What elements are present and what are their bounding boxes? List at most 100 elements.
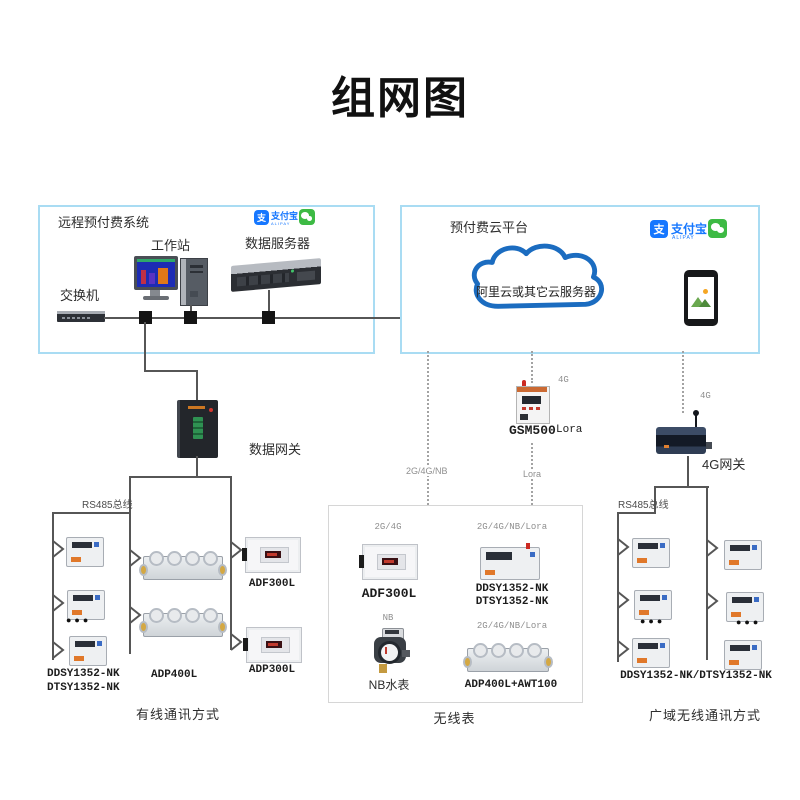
adp400l-awt100-device — [463, 643, 553, 672]
branch-chevron — [617, 640, 630, 658]
din-meter — [726, 592, 764, 622]
nb-water-meter-label: NB水表 — [368, 678, 410, 692]
branch-chevron — [129, 606, 142, 624]
more-meters-ellipsis: ●●● — [736, 617, 762, 627]
workstation-monitor — [134, 256, 178, 302]
branch-chevron — [230, 633, 243, 651]
din-meter — [66, 537, 104, 567]
connector-line — [144, 322, 146, 372]
adp400l-device — [139, 551, 227, 580]
diagram-title: 组网图 — [331, 74, 469, 123]
wan-meter-models: DDSY1352-NK/DTSY1352-NK — [620, 670, 772, 682]
rs485-bus-wan-right — [706, 486, 708, 660]
rs485-label: RS485总线 — [82, 500, 133, 511]
adp300l-device — [243, 627, 302, 663]
connector-line — [196, 370, 198, 402]
connector-line — [144, 370, 198, 372]
din-meter — [67, 590, 105, 620]
din-meter — [69, 636, 107, 666]
branch-chevron — [52, 594, 65, 612]
proto-label: 2G/4G — [374, 522, 402, 532]
connector-line — [129, 476, 232, 478]
adp400l-awt100-label: ADP400L+AWT100 — [464, 679, 558, 691]
din-meter — [724, 640, 762, 670]
lan-box-title: 远程预付费系统 — [58, 215, 150, 230]
switch-label: 交换机 — [60, 288, 100, 303]
wireless-link-4g — [682, 351, 684, 413]
wireless-link-gsm-up — [531, 351, 533, 383]
dtsy-label: DTSY1352-NK — [475, 596, 549, 608]
data-gateway-device — [177, 400, 218, 458]
rs485-label: RS485总线 — [618, 500, 669, 511]
wired-meter-model-1: DDSY1352-NK — [47, 668, 120, 680]
adp400l-label: ADP400L — [151, 669, 198, 681]
wireless-section-label: 无线表 — [433, 711, 476, 726]
adp400l-device — [139, 608, 227, 637]
alipay-wordmark: 支付宝 — [271, 211, 299, 221]
connector-line — [654, 486, 709, 488]
workstation-tower — [180, 258, 208, 306]
din-meter — [632, 638, 670, 668]
branch-chevron — [617, 591, 630, 609]
ddsy-label: DDSY1352-NK — [475, 583, 549, 595]
wechat-icon — [299, 209, 315, 225]
bus-tap — [139, 311, 152, 324]
connector-line — [617, 512, 656, 514]
wan-section-label: 广域无线通讯方式 — [649, 708, 762, 723]
din-meter — [634, 590, 672, 620]
adf300l-device — [359, 544, 418, 580]
wan-4g-label: 4G — [700, 391, 711, 401]
more-meters-ellipsis: ●●● — [66, 615, 92, 625]
alipay-icon: 支 — [254, 210, 269, 225]
branch-chevron — [230, 541, 243, 559]
wechat-icon — [708, 219, 727, 238]
branch-chevron — [52, 540, 65, 558]
cloud-label: 阿里云或其它云服务器 — [475, 285, 596, 299]
gsm-4g-label: 4G — [558, 375, 569, 385]
adp300l-label: ADP300L — [248, 664, 296, 676]
gsm500-device — [516, 380, 550, 424]
branch-chevron — [52, 641, 65, 659]
alipay-icon: 支 — [650, 220, 668, 238]
more-meters-ellipsis: ●●● — [640, 616, 666, 626]
adf300l-label: ADF300L — [248, 578, 296, 590]
wired-section-label: 有线通讯方式 — [136, 707, 221, 722]
bus-tap — [262, 311, 275, 324]
proto-label: NB — [382, 613, 394, 623]
proto-label: 2G/4G/NB/Lora — [476, 621, 548, 631]
branch-chevron — [617, 538, 630, 556]
rs485-bus-wan-left — [617, 512, 619, 662]
adf300l-label: ADF300L — [361, 586, 417, 601]
alipay-wordmark: 支付宝 — [671, 222, 708, 236]
rs485-bus-right — [230, 476, 232, 650]
network-switch — [57, 311, 105, 322]
wireless-link-2g4gnb — [427, 351, 429, 505]
cloud-icon — [463, 240, 609, 325]
cloud-box-title: 预付费云平台 — [450, 220, 529, 235]
link-lora-label: Lora — [521, 469, 544, 479]
rs485-bus-left — [52, 512, 54, 660]
data-gateway-label: 数据网关 — [249, 442, 302, 457]
din-meter — [724, 540, 762, 570]
din-meter — [632, 538, 670, 568]
branch-chevron — [129, 549, 142, 567]
connector-line — [654, 486, 656, 514]
4g-gateway-label: 4G网关 — [702, 457, 746, 472]
gsm500-label: GSM500 — [509, 423, 556, 438]
nb-water-meter-device — [372, 628, 410, 674]
bus-tap — [184, 311, 197, 324]
alipay-wordmark-sub: ALIPAY — [271, 221, 291, 226]
gsm-lora-label: Lora — [556, 424, 583, 436]
branch-chevron — [706, 539, 719, 557]
branch-chevron — [706, 592, 719, 610]
ddsy-wireless-meter — [480, 543, 540, 580]
connector-line — [52, 512, 131, 514]
connector-line — [196, 456, 198, 478]
4g-gateway-device — [656, 410, 712, 456]
link-2g4gnb-label: 2G/4G/NB — [404, 466, 450, 476]
server-label: 数据服务器 — [245, 236, 311, 251]
wired-meter-model-2: DTSY1352-NK — [47, 682, 120, 694]
lan-bus-line — [104, 317, 408, 319]
alipay-wordmark-sub: ALIPAY — [672, 235, 695, 241]
proto-label: 2G/4G/NB/Lora — [476, 522, 548, 532]
